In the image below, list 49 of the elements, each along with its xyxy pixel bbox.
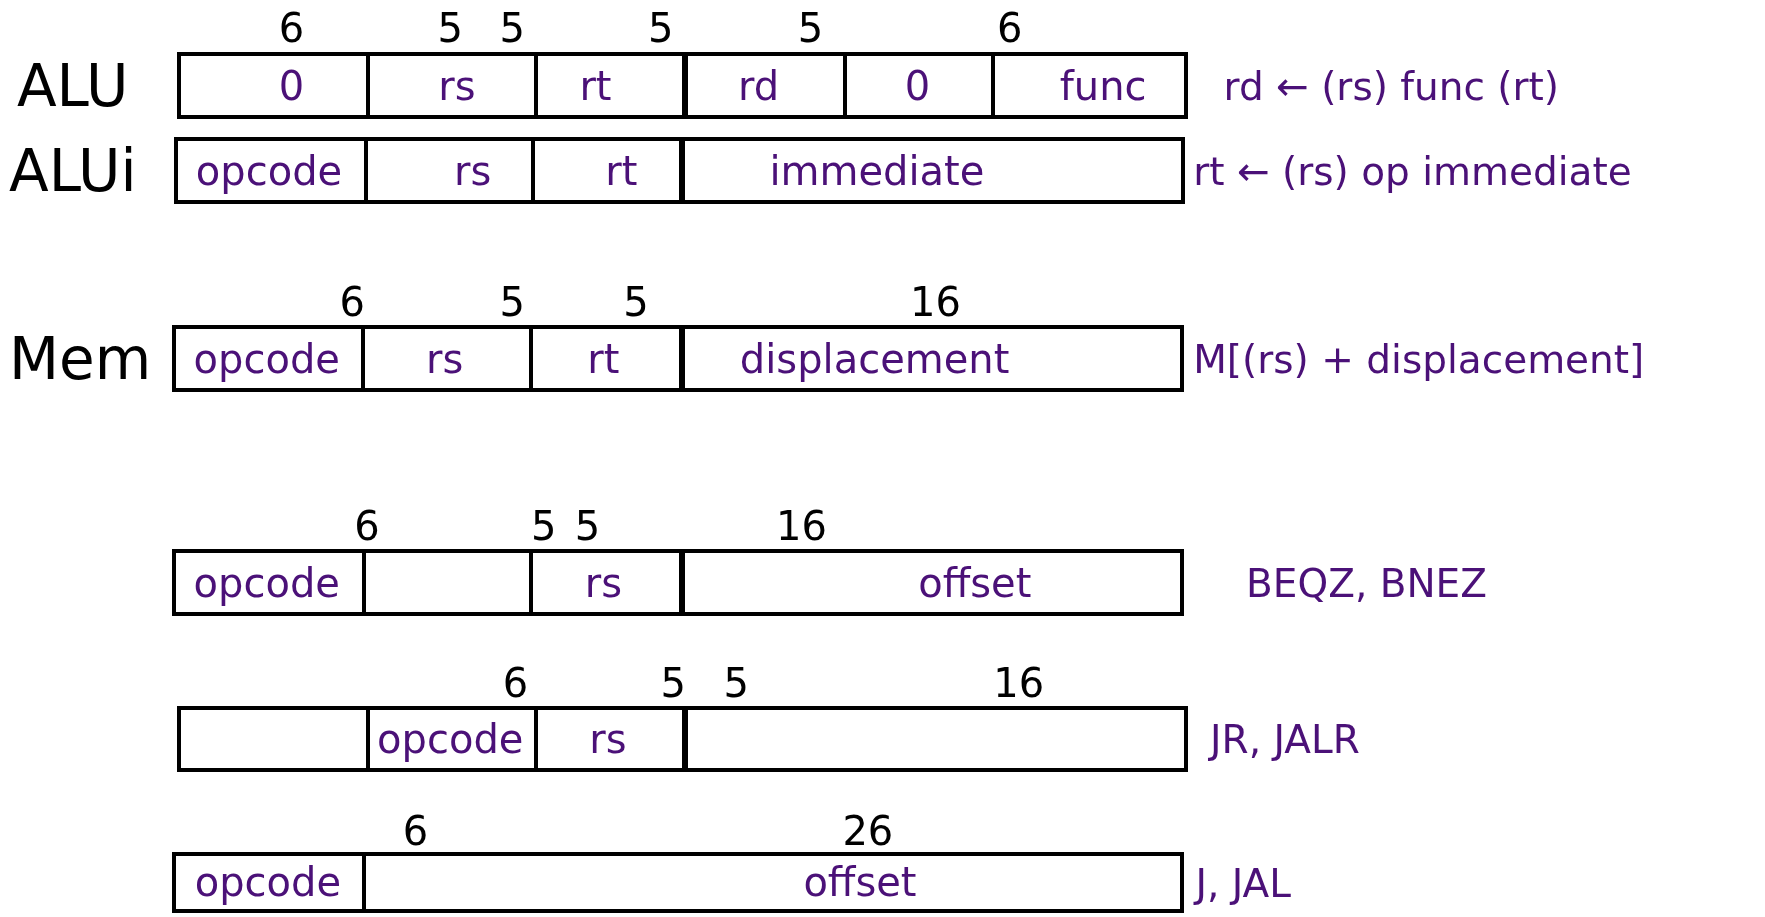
bit-width: 6 — [502, 663, 529, 704]
bit-width: 5 — [723, 663, 749, 704]
bit-width: 5 — [499, 8, 525, 49]
field-label: 0 — [904, 65, 931, 106]
field-label: opcode — [194, 862, 342, 903]
instruction-format-bar — [174, 137, 1186, 204]
bit-width: 5 — [530, 505, 557, 546]
field-label: rs — [589, 718, 627, 759]
field-label: rt — [579, 65, 612, 106]
bit-width: 5 — [574, 505, 601, 546]
bit-width: 5 — [648, 8, 674, 49]
bit-width: 6 — [402, 810, 429, 851]
format-name: Mem — [9, 329, 152, 388]
field-label: rt — [605, 150, 638, 191]
field-label: immediate — [769, 150, 985, 191]
field-label: rs — [584, 562, 622, 603]
bit-width: 5 — [660, 663, 686, 704]
operation-text: JR, JALR — [1210, 719, 1360, 759]
field-label: offset — [803, 862, 917, 903]
field-label: func — [1059, 65, 1147, 106]
bit-width: 6 — [354, 505, 380, 546]
bit-width: 5 — [499, 281, 525, 322]
operation-text: BEQZ, BNEZ — [1246, 563, 1487, 602]
bit-width: 6 — [339, 281, 366, 322]
field-label: rt — [587, 338, 620, 379]
bit-width: 26 — [842, 810, 894, 851]
format-name: ALUi — [9, 141, 137, 200]
instruction-format-bar — [176, 51, 1188, 120]
field-label: rs — [425, 338, 464, 379]
operation-text: rd ← (rs) func (rt) — [1223, 66, 1560, 106]
operation-text: rt ← (rs) op immediate — [1193, 151, 1632, 191]
bit-width: 5 — [623, 281, 649, 322]
format-name: ALU — [16, 56, 129, 115]
field-label: 0 — [278, 65, 305, 106]
instruction-format-bar — [176, 705, 1188, 773]
field-label: offset — [918, 562, 1032, 603]
bit-width: 6 — [278, 8, 305, 49]
instruction-format-bar — [172, 325, 1185, 392]
field-label: rs — [438, 65, 476, 106]
bit-width: 5 — [437, 8, 463, 49]
field-label: rs — [454, 150, 492, 191]
instruction-format-bar — [172, 549, 1185, 616]
bit-width: 16 — [776, 505, 827, 546]
field-label: rd — [738, 65, 780, 106]
instruction-format-bar — [172, 852, 1185, 913]
bit-width: 6 — [996, 8, 1023, 49]
bit-width: 16 — [909, 281, 961, 322]
bit-width: 5 — [797, 8, 824, 49]
bit-width: 16 — [993, 663, 1045, 704]
